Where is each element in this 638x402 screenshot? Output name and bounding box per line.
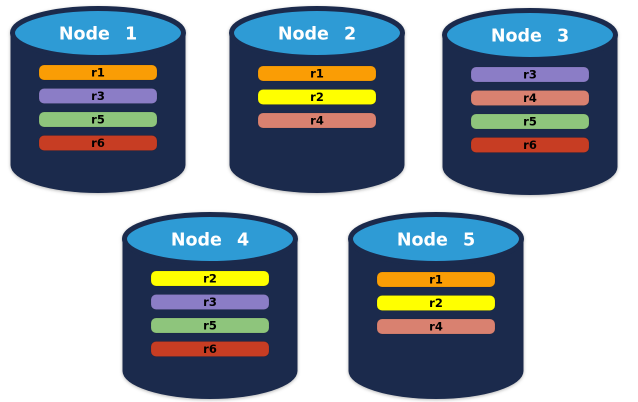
node-1: Node 1 r1 r3 r5 r6 — [9, 3, 187, 196]
replica-bar-label: r1 — [310, 67, 324, 81]
cylinder-top — [10, 6, 186, 60]
replica-bar-label: r6 — [203, 342, 217, 356]
database-cylinder-icon: Node 3 r3 r4 r5 r6 — [442, 8, 618, 195]
node-4: Node 4 r2 r3 r5 r6 — [121, 209, 299, 402]
replica-bar: r6 — [150, 341, 270, 357]
cylinder-top — [442, 8, 618, 62]
replica-bar-rect — [376, 318, 496, 335]
database-cylinder-icon: Node 5 r1 r2 r4 — [348, 212, 524, 399]
replica-bar-rect — [470, 66, 590, 83]
replica-bar-rect — [257, 89, 377, 105]
replica-bar-label: r5 — [523, 115, 537, 129]
node-title: Node 4 — [171, 231, 249, 251]
replica-bar-label: r3 — [523, 68, 537, 82]
replica-bar: r2 — [150, 270, 270, 287]
replica-bar-label: r6 — [523, 138, 537, 152]
replica-bar: r1 — [376, 271, 496, 288]
replica-bar-rect — [257, 65, 377, 82]
replica-bar: r3 — [150, 294, 270, 310]
replica-bar: r4 — [257, 112, 377, 129]
replica-bar: r2 — [257, 89, 377, 105]
replica-bar-rect — [470, 137, 590, 153]
replica-bar-label: r3 — [203, 295, 217, 309]
node-title: Node 5 — [397, 231, 475, 251]
replica-bar-label: r4 — [310, 114, 324, 128]
replica-bar-label: r5 — [203, 319, 217, 333]
node-title: Node 2 — [278, 25, 356, 45]
node-2: Node 2 r1 r2 r4 — [228, 3, 406, 196]
replica-bar: r5 — [150, 317, 270, 334]
replica-bar-rect — [150, 317, 270, 334]
replica-bar-rect — [150, 341, 270, 357]
replica-bar-label: r5 — [91, 113, 105, 127]
replica-bar-rect — [38, 88, 158, 104]
replica-bar: r3 — [38, 88, 158, 104]
replica-bar: r4 — [470, 90, 590, 106]
cylinder-top — [348, 212, 524, 266]
replica-bar-label: r3 — [91, 89, 105, 103]
replica-bar-rect — [257, 112, 377, 129]
replica-bar-rect — [376, 295, 496, 311]
replica-bar: r4 — [376, 318, 496, 335]
replica-bar: r5 — [38, 111, 158, 128]
database-cylinder-icon: Node 1 r1 r3 r5 r6 — [10, 6, 186, 193]
node-3: Node 3 r3 r4 r5 r6 — [441, 5, 619, 198]
replica-bar-rect — [470, 113, 590, 130]
replica-bar-label: r2 — [429, 296, 443, 310]
replica-bar: r6 — [38, 135, 158, 151]
replica-bar-label: r2 — [203, 272, 217, 286]
replica-bar-label: r4 — [429, 320, 443, 334]
replica-bar: r6 — [470, 137, 590, 153]
replica-bar-label: r2 — [310, 90, 324, 104]
replica-bar: r1 — [38, 64, 158, 81]
replica-bar-label: r6 — [91, 136, 105, 150]
replica-bar-rect — [38, 135, 158, 151]
replica-bar: r3 — [470, 66, 590, 83]
node-5: Node 5 r1 r2 r4 — [347, 209, 525, 402]
cylinder-top — [122, 212, 298, 266]
replica-bar-label: r4 — [523, 91, 537, 105]
replica-bar-rect — [38, 111, 158, 128]
database-cylinder-icon: Node 4 r2 r3 r5 r6 — [122, 212, 298, 399]
replica-bar: r1 — [257, 65, 377, 82]
node-title: Node 3 — [491, 27, 569, 47]
replica-bar: r2 — [376, 295, 496, 311]
replica-bar-rect — [150, 270, 270, 287]
replica-bar-label: r1 — [91, 66, 105, 80]
cylinder-top — [229, 6, 405, 60]
node-title: Node 1 — [59, 25, 137, 45]
replica-bar: r5 — [470, 113, 590, 130]
replica-bar-rect — [376, 271, 496, 288]
replica-bar-rect — [38, 64, 158, 81]
replica-bar-label: r1 — [429, 273, 443, 287]
database-cylinder-icon: Node 2 r1 r2 r4 — [229, 6, 405, 193]
replica-bar-rect — [470, 90, 590, 106]
replica-bar-rect — [150, 294, 270, 310]
